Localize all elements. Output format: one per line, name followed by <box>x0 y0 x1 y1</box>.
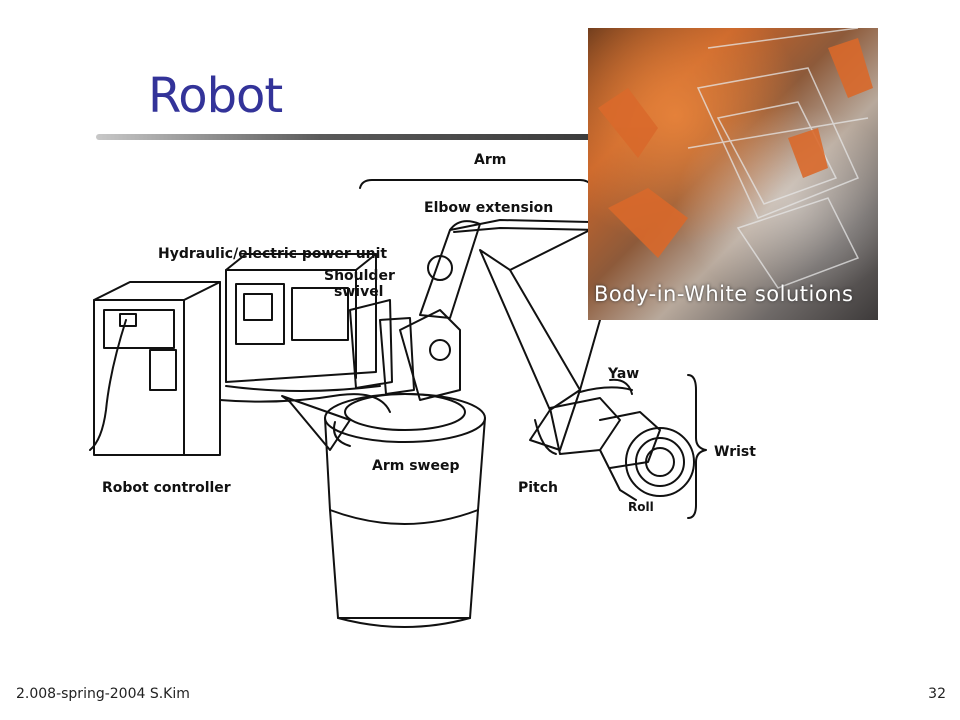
yaw-arrow <box>579 386 633 393</box>
cable <box>219 393 391 413</box>
factory-photo-art <box>598 28 873 289</box>
label-robot-controller: Robot controller <box>102 480 231 496</box>
factory-photo: Body-in-White solutions <box>588 28 878 320</box>
label-shoulder: Shoulder <box>324 268 395 284</box>
sweep-arrow <box>333 421 351 447</box>
label-wrist: Wrist <box>714 444 756 460</box>
slide-title: Robot <box>148 68 283 124</box>
arm-bracket <box>359 179 593 189</box>
robot-controller-cabinet <box>89 281 221 456</box>
wrist-assembly <box>549 378 695 501</box>
wrist-bracket <box>687 374 707 519</box>
label-roll: Roll <box>628 500 654 514</box>
shoulder <box>349 299 461 401</box>
label-elbow-extension: Elbow extension <box>424 200 554 216</box>
label-pitch: Pitch <box>518 480 559 496</box>
footer-course: 2.008-spring-2004 S.Kim <box>16 686 190 702</box>
label-power-unit: Hydraulic/electric power unit <box>158 246 388 262</box>
photo-caption: Body-in-White solutions <box>594 282 854 306</box>
label-arm-sweep: Arm sweep <box>372 458 460 474</box>
power-unit <box>225 253 377 383</box>
title-underline <box>96 134 596 140</box>
label-swivel: swivel <box>334 284 384 300</box>
page-number: 32 <box>928 686 946 702</box>
label-arm: Arm <box>474 152 507 168</box>
robot-base <box>324 393 486 628</box>
pitch-arrow <box>534 419 557 455</box>
label-yaw: Yaw <box>608 366 640 382</box>
